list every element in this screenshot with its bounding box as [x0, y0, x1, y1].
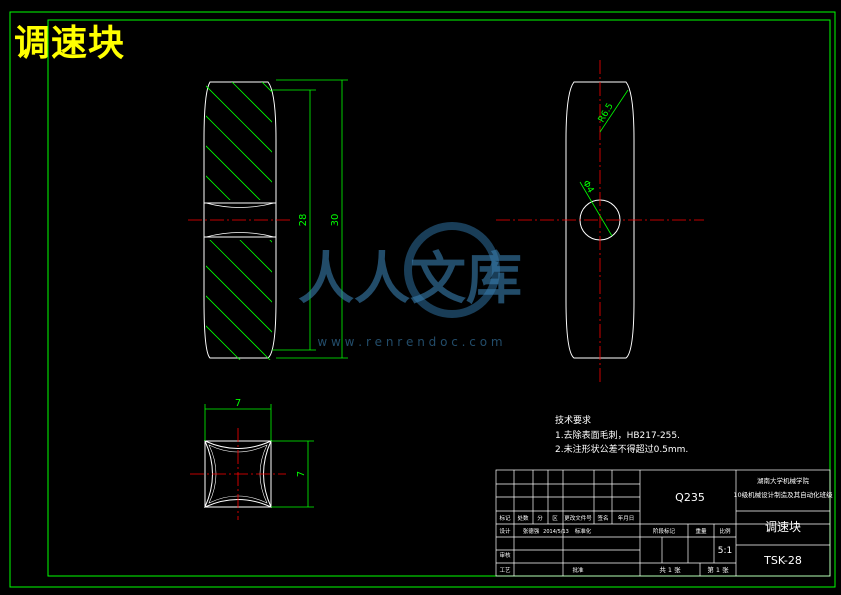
title-weight-label: 重量 [695, 527, 707, 535]
drawing-title: 调速块 [14, 23, 126, 64]
title-check-label: 审核 [499, 551, 511, 559]
tech-item-1: 1.去除表面毛刺，HB217-255. [555, 429, 680, 441]
title-row2-date: 2014/5/13 [543, 529, 569, 535]
title-row2-std: 标准化 [575, 527, 592, 535]
title-row1-count: 处数 [517, 514, 529, 522]
watermark-url: w w w . r e n r e n d o c . c o m [317, 335, 502, 349]
tech-heading: 技术要求 [555, 414, 591, 426]
title-row1-zone: 区 [552, 515, 558, 522]
title-school-1: 湖南大学机械学院 [757, 476, 810, 485]
title-school-2: 10级机械设计制造及其自动化班级 [733, 490, 833, 499]
title-scale: 5:1 [718, 546, 732, 556]
title-stage-label: 阶段标记 [653, 527, 676, 535]
front-view [496, 60, 704, 382]
inner-border [47, 19, 831, 577]
title-row1-date: 年月日 [618, 514, 635, 522]
title-row2-name: 张德强 [523, 527, 540, 535]
title-sheets-total: 共 1 张 [659, 565, 681, 574]
outer-border [9, 11, 836, 588]
title-row2-label: 设计 [499, 527, 511, 535]
dim-overall-height: 30 [330, 214, 341, 227]
dim-height-top-view: 7 [296, 471, 307, 477]
watermark-text: 人人文库 [298, 247, 522, 312]
title-sheet-no: 第 1 张 [707, 565, 729, 574]
title-row1-file: 更改文件号 [564, 514, 592, 522]
title-drawing-no: TSK-28 [763, 554, 802, 567]
section-view [188, 79, 348, 360]
title-material: Q235 [675, 491, 705, 504]
top-view [190, 404, 314, 520]
title-row1-div: 分 [537, 514, 543, 522]
title-approve-label: 批准 [572, 566, 584, 574]
title-block [495, 469, 831, 577]
title-part-name: 调速块 [765, 520, 801, 534]
title-row1-sign: 签名 [597, 514, 608, 522]
tech-item-2: 2.未注形状公差不得超过0.5mm. [555, 443, 688, 455]
title-row1-mark: 标记 [499, 514, 511, 522]
watermark [404, 222, 500, 318]
dim-width-top-view: 7 [235, 398, 241, 409]
title-process-label: 工艺 [499, 567, 511, 574]
title-scale-label: 比例 [719, 527, 731, 535]
dim-hole-diameter: Φ4 [580, 179, 595, 195]
dim-inner-height: 28 [298, 214, 309, 227]
